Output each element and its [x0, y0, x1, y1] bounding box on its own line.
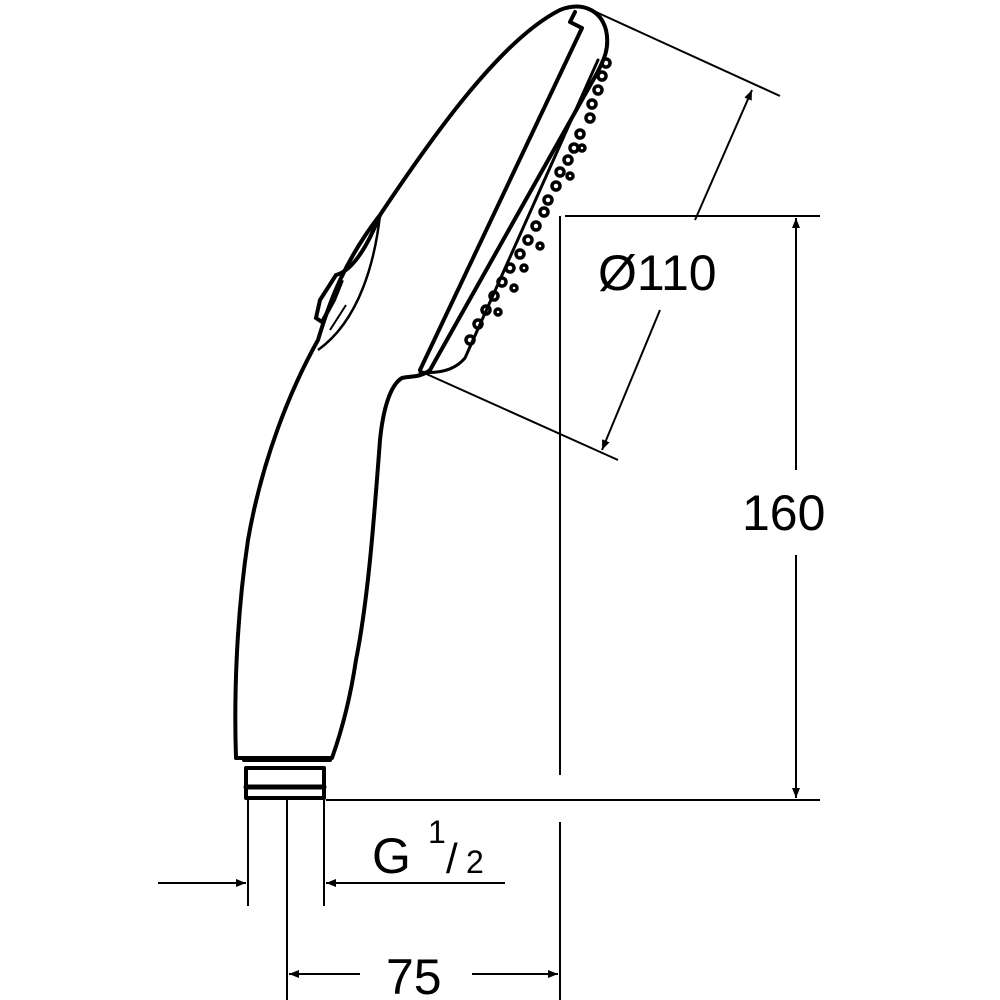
dimension-thread — [158, 800, 505, 1000]
shower-body — [233, 4, 610, 800]
svg-text:/: / — [446, 835, 458, 882]
svg-text:G: G — [372, 828, 411, 884]
spray-face-edge — [418, 10, 584, 372]
svg-text:1: 1 — [428, 814, 446, 850]
spray-nozzles — [464, 57, 612, 346]
thread-label: G 1 / 2 — [372, 814, 484, 884]
spray-face-front — [418, 58, 600, 374]
diameter-label: Ø110 — [598, 245, 717, 301]
dimension-diameter — [421, 11, 781, 461]
spray-mode-button — [313, 214, 382, 352]
offset-label: 75 — [386, 949, 442, 1000]
shower-outline — [233, 4, 610, 760]
dimension-height — [326, 215, 820, 1000]
connector-nut — [244, 766, 326, 800]
height-label: 160 — [742, 485, 825, 541]
svg-text:2: 2 — [466, 844, 484, 880]
